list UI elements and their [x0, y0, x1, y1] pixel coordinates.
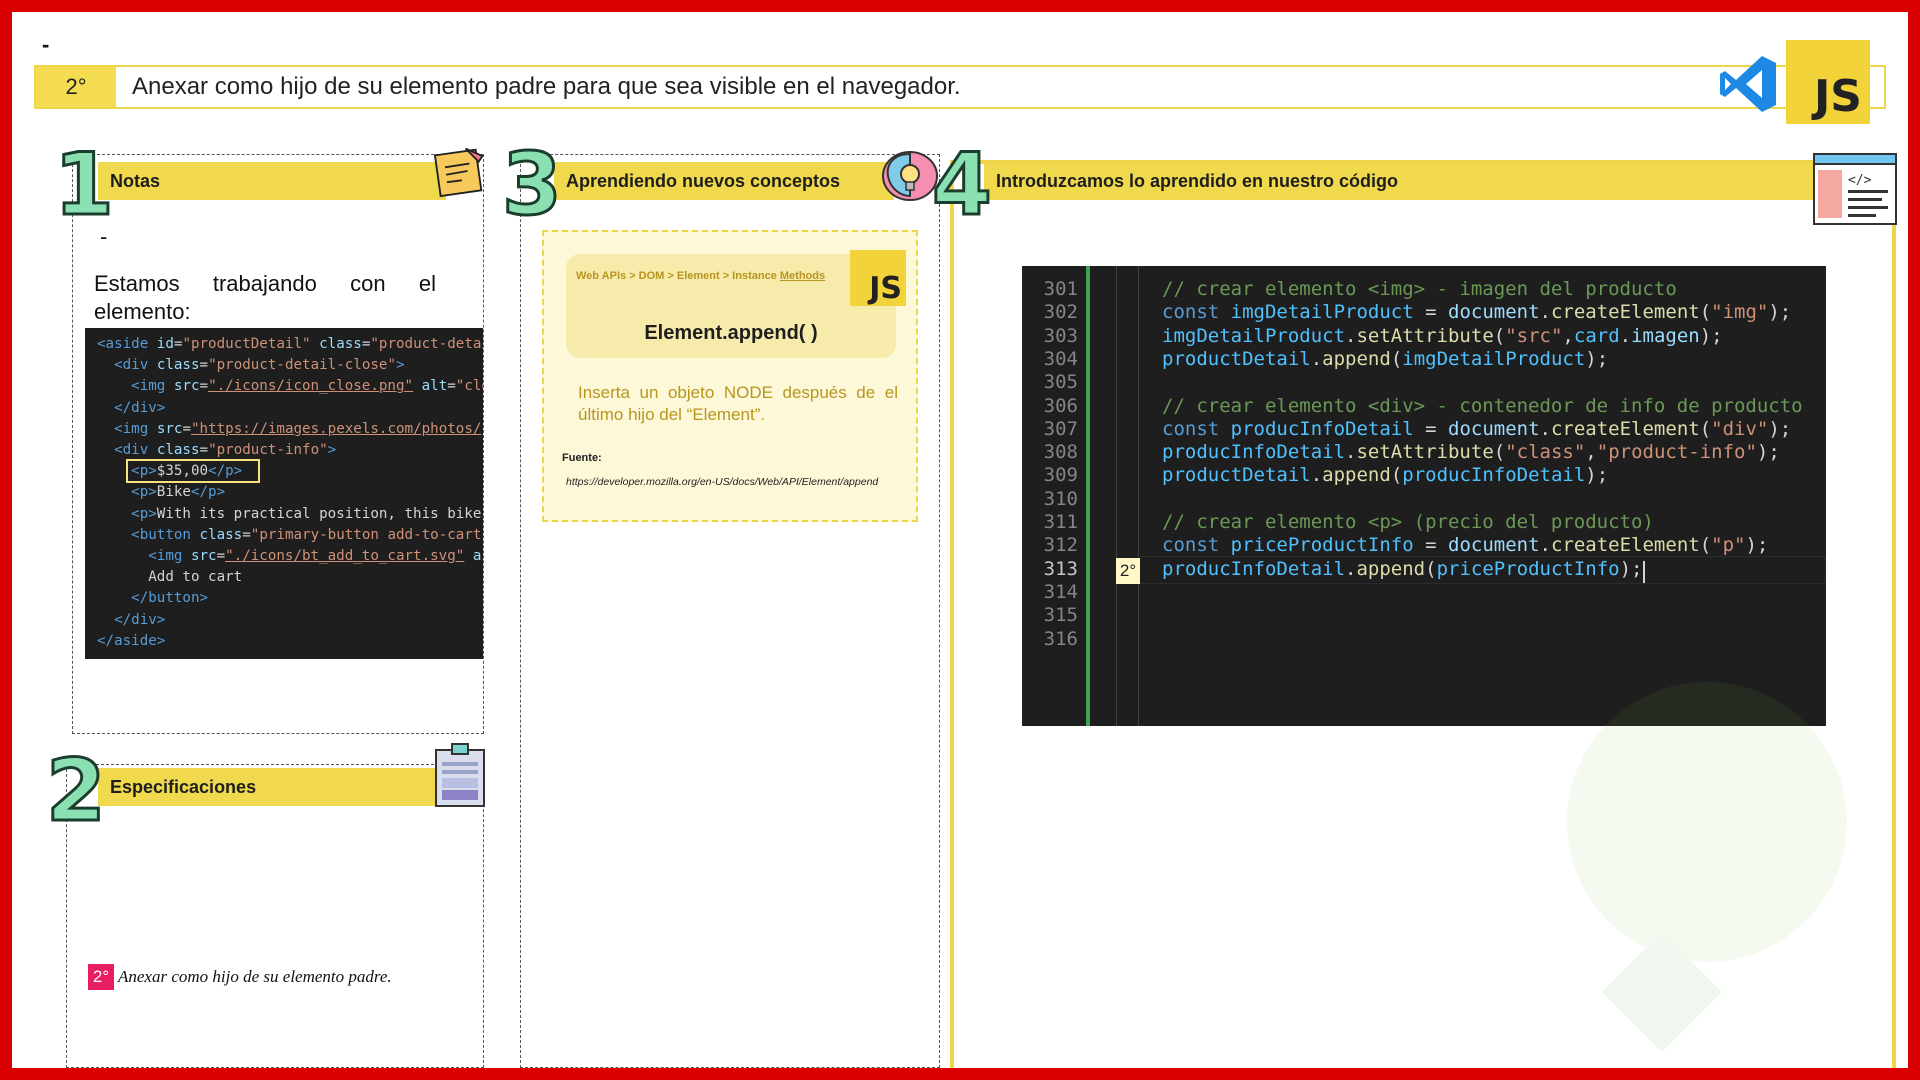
platzi-watermark-logo	[1567, 682, 1847, 1052]
concept-card: Web APIs > DOM > Element > Instance Meth…	[542, 230, 918, 522]
code-section-header: Introduzcamos lo aprendido en nuestro có…	[984, 162, 1828, 200]
clipboard-icon	[435, 743, 485, 807]
snippet-line: <p>With its practical position, this bik…	[131, 505, 482, 522]
concepts-box	[520, 154, 940, 1068]
indent-guide	[1116, 266, 1117, 726]
code-line: const producInfoDetail = document.create…	[1162, 417, 1792, 440]
concepts-header: Aprendiendo nuevos conceptos	[554, 162, 894, 200]
snippet-line: <div class="product-info">	[114, 442, 337, 459]
notes-header: Notas	[98, 162, 446, 200]
line-number: 311	[1043, 511, 1078, 533]
specs-box	[66, 764, 484, 1068]
notes-title: Notas	[110, 170, 161, 191]
sticky-note-icon	[433, 147, 484, 198]
concept-pill	[566, 254, 896, 358]
breadcrumb: Web APIs > DOM > Element > Instance Meth…	[576, 270, 825, 282]
line-number: 302	[1043, 301, 1078, 324]
code-line: productDetail.append(imgDetailProduct);	[1162, 347, 1609, 370]
snippet-line: <div class="product-detail-close">	[114, 357, 405, 374]
js-small-icon: JS	[850, 250, 906, 306]
js-logo-icon: JS	[1786, 40, 1870, 124]
snippet-line: </div>	[114, 399, 166, 416]
concepts-title: Aprendiendo nuevos conceptos	[566, 170, 841, 191]
line-number: 307	[1043, 417, 1078, 440]
specs-title: Especificaciones	[110, 776, 257, 797]
specs-note-number: 2°	[88, 964, 114, 990]
specs-note-text: Anexar como hijo de su elemento padre.	[118, 967, 392, 986]
vscode-icon	[1720, 56, 1776, 112]
code-line: producInfoDetail.append(priceProductInfo…	[1162, 557, 1643, 580]
line-number: 309	[1043, 464, 1078, 487]
code-line: // crear elemento <p> (precio del produc…	[1162, 511, 1654, 533]
snippet-line: <button class="primary-button add-to-car…	[131, 526, 482, 543]
indent-guide	[1138, 266, 1139, 726]
git-change-bar	[1086, 266, 1090, 726]
source-label: Fuente:	[562, 452, 602, 464]
section-number-4: 4	[931, 135, 994, 235]
line-number: 304	[1043, 347, 1078, 370]
breadcrumb-text: Web APIs > DOM > Element > Instance	[576, 270, 780, 282]
specs-note: 2° Anexar como hijo de su elemento padre…	[88, 964, 392, 990]
js-small-text: JS	[869, 271, 902, 306]
code-line: // crear elemento <div> - contenedor de …	[1162, 394, 1803, 417]
line-number: 315	[1043, 604, 1078, 627]
code-window-icon: </>	[1813, 153, 1897, 225]
code-line: // crear elemento <img> - imagen del pro…	[1162, 278, 1677, 300]
notes-dash: -	[100, 224, 108, 249]
snippet-line: <img src="./icons/bt_add_to_cart.svg" a	[148, 548, 482, 565]
slide-canvas: - 2° Anexar como hijo de su elemento pad…	[12, 12, 1908, 1068]
code-line: const priceProductInfo = document.create…	[1162, 534, 1769, 557]
step-badge: 2°	[1116, 557, 1140, 584]
code-line: productDetail.append(producInfoDetail);	[1162, 464, 1609, 487]
line-number: 305	[1043, 371, 1078, 394]
highlight-price-box	[126, 459, 260, 483]
line-number: 310	[1043, 487, 1078, 510]
snippet-line: <p>$35,00</p>	[131, 463, 243, 480]
snippet-line: <img src="https://images.pexels.com/phot…	[114, 420, 482, 437]
method-name: Element.append( )	[644, 322, 818, 344]
line-number: 301	[1043, 278, 1078, 300]
line-number: 308	[1043, 441, 1078, 464]
code-line: const imgDetailProduct = document.create…	[1162, 301, 1792, 324]
snippet-line: <aside id="productDetail" class="product…	[97, 336, 483, 352]
html-snippet: <aside id="productDetail" class="product…	[85, 328, 483, 659]
source-url-link[interactable]: https://developer.mozilla.org/en-US/docs…	[566, 476, 879, 488]
snippet-line: <img src="./icons/icon_close.png" alt="c…	[131, 378, 483, 395]
section-number-2: 2	[45, 741, 108, 841]
section-number-1: 1	[53, 135, 116, 235]
line-number: 312	[1043, 534, 1078, 557]
line-number: 314	[1043, 580, 1078, 603]
snippet-line: </button>	[131, 590, 209, 607]
step-number: 2°	[36, 67, 116, 107]
text-caret	[1642, 560, 1645, 583]
code-section-title: Introduzcamos lo aprendido en nuestro có…	[996, 170, 1399, 191]
code-line: producInfoDetail.setAttribute("class","p…	[1162, 441, 1780, 464]
line-number: 306	[1043, 394, 1078, 417]
line-number: 303	[1043, 324, 1078, 347]
code-line: imgDetailProduct.setAttribute("src",card…	[1162, 324, 1723, 347]
section-number-3: 3	[501, 135, 564, 235]
notes-box	[72, 154, 484, 734]
line-number: 313	[1043, 557, 1078, 580]
snippet-line: </aside>	[97, 632, 166, 649]
method-description: Inserta un objeto NODE después de el últ…	[578, 383, 898, 424]
step-title: Anexar como hijo de su elemento padre pa…	[132, 73, 961, 100]
line-number: 316	[1043, 627, 1078, 650]
specs-header: Especificaciones	[98, 768, 446, 806]
top-dash: -	[42, 32, 50, 57]
js-logo-text: JS	[1813, 71, 1862, 122]
snippet-line: </div>	[114, 611, 166, 628]
snippet-line: Add to cart	[97, 569, 243, 586]
notes-text: Estamos trabajando con el elemento:	[94, 271, 436, 324]
breadcrumb-link-methods[interactable]: Methods	[779, 270, 826, 282]
svg-text:</>: </>	[1848, 173, 1872, 188]
snippet-line: <p>Bike</p>	[131, 484, 226, 501]
brain-bulb-icon	[882, 151, 938, 201]
step-header-bar: 2° Anexar como hijo de su elemento padre…	[34, 65, 1886, 109]
